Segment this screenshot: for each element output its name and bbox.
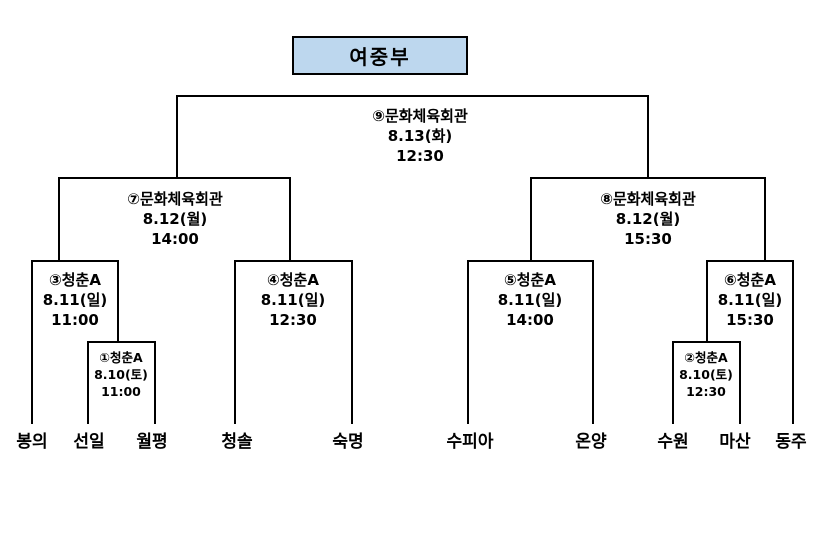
team-name-dongju: 동주 [775, 432, 807, 452]
match-5-venue: ⑤청춘A [504, 271, 556, 289]
bracket-line-semifinal-right [530, 177, 766, 261]
match-label-6: ⑥청춘A 8.11(일) 15:30 [718, 270, 783, 330]
team-name-masan: 마산 [719, 432, 751, 452]
match-2-date: 8.10(토) [679, 367, 733, 382]
bracket-line-round1-match1 [87, 341, 156, 424]
team-name-onyang: 온양 [575, 432, 607, 452]
team-name-wolpyeong: 월평 [136, 432, 168, 452]
match-3-venue: ③청춘A [49, 271, 101, 289]
match-label-2: ②청춘A 8.10(토) 12:30 [679, 349, 733, 400]
match-6-venue: ⑥청춘A [724, 271, 776, 289]
match-2-time: 12:30 [686, 384, 726, 399]
team-name-suwon: 수원 [657, 432, 689, 452]
match-7-date: 8.12(월) [142, 210, 208, 228]
bracket-line-semifinal-left [58, 177, 291, 261]
match-1-venue: ①청춘A [99, 350, 143, 365]
match-4-date: 8.11(일) [260, 291, 326, 309]
bracket-line-quarterfinal-5 [467, 260, 594, 424]
match-label-1: ①청춘A 8.10(토) 11:00 [94, 349, 148, 400]
team-name-supia: 수피아 [446, 432, 494, 452]
team-name-sookmyung: 숙명 [332, 432, 364, 452]
division-title-box: 여중부 [292, 36, 468, 75]
match-3-date: 8.11(일) [42, 291, 108, 309]
match-label-9: ⑨문화체육회관 8.13(화) 12:30 [372, 106, 468, 166]
bracket-line-final [176, 95, 649, 178]
match-label-5: ⑤청춘A 8.11(일) 14:00 [498, 270, 563, 330]
match-3-time: 11:00 [51, 311, 99, 329]
match-6-time: 15:30 [726, 311, 774, 329]
bracket-line-quarterfinal-6 [706, 260, 794, 424]
match-label-7: ⑦문화체육회관 8.12(월) 14:00 [127, 189, 223, 249]
match-1-date: 8.10(토) [94, 367, 148, 382]
match-5-time: 14:00 [506, 311, 554, 329]
team-name-cheongsol: 청솔 [221, 432, 253, 452]
match-7-time: 14:00 [151, 230, 199, 248]
match-5-date: 8.11(일) [497, 291, 563, 309]
match-8-time: 15:30 [624, 230, 672, 248]
match-2-venue: ②청춘A [684, 350, 728, 365]
match-7-venue: ⑦문화체육회관 [127, 190, 223, 208]
match-8-venue: ⑧문화체육회관 [600, 190, 696, 208]
match-4-venue: ④청춘A [267, 271, 319, 289]
match-8-date: 8.12(월) [615, 210, 681, 228]
team-name-bongui: 봉의 [16, 432, 48, 452]
bracket-line-quarterfinal-3 [31, 260, 119, 424]
bracket-line-quarterfinal-4 [234, 260, 353, 424]
division-title: 여중부 [349, 45, 411, 69]
match-label-4: ④청춘A 8.11(일) 12:30 [261, 270, 326, 330]
team-name-seonil: 선일 [73, 432, 105, 452]
match-9-venue: ⑨문화체육회관 [372, 107, 468, 125]
match-6-date: 8.11(일) [717, 291, 783, 309]
match-4-time: 12:30 [269, 311, 317, 329]
match-9-date: 8.13(화) [387, 127, 453, 145]
match-label-8: ⑧문화체육회관 8.12(월) 15:30 [600, 189, 696, 249]
match-label-3: ③청춘A 8.11(일) 11:00 [43, 270, 108, 330]
match-9-time: 12:30 [396, 147, 444, 165]
bracket-line-round1-match2 [672, 341, 741, 424]
match-1-time: 11:00 [101, 384, 141, 399]
